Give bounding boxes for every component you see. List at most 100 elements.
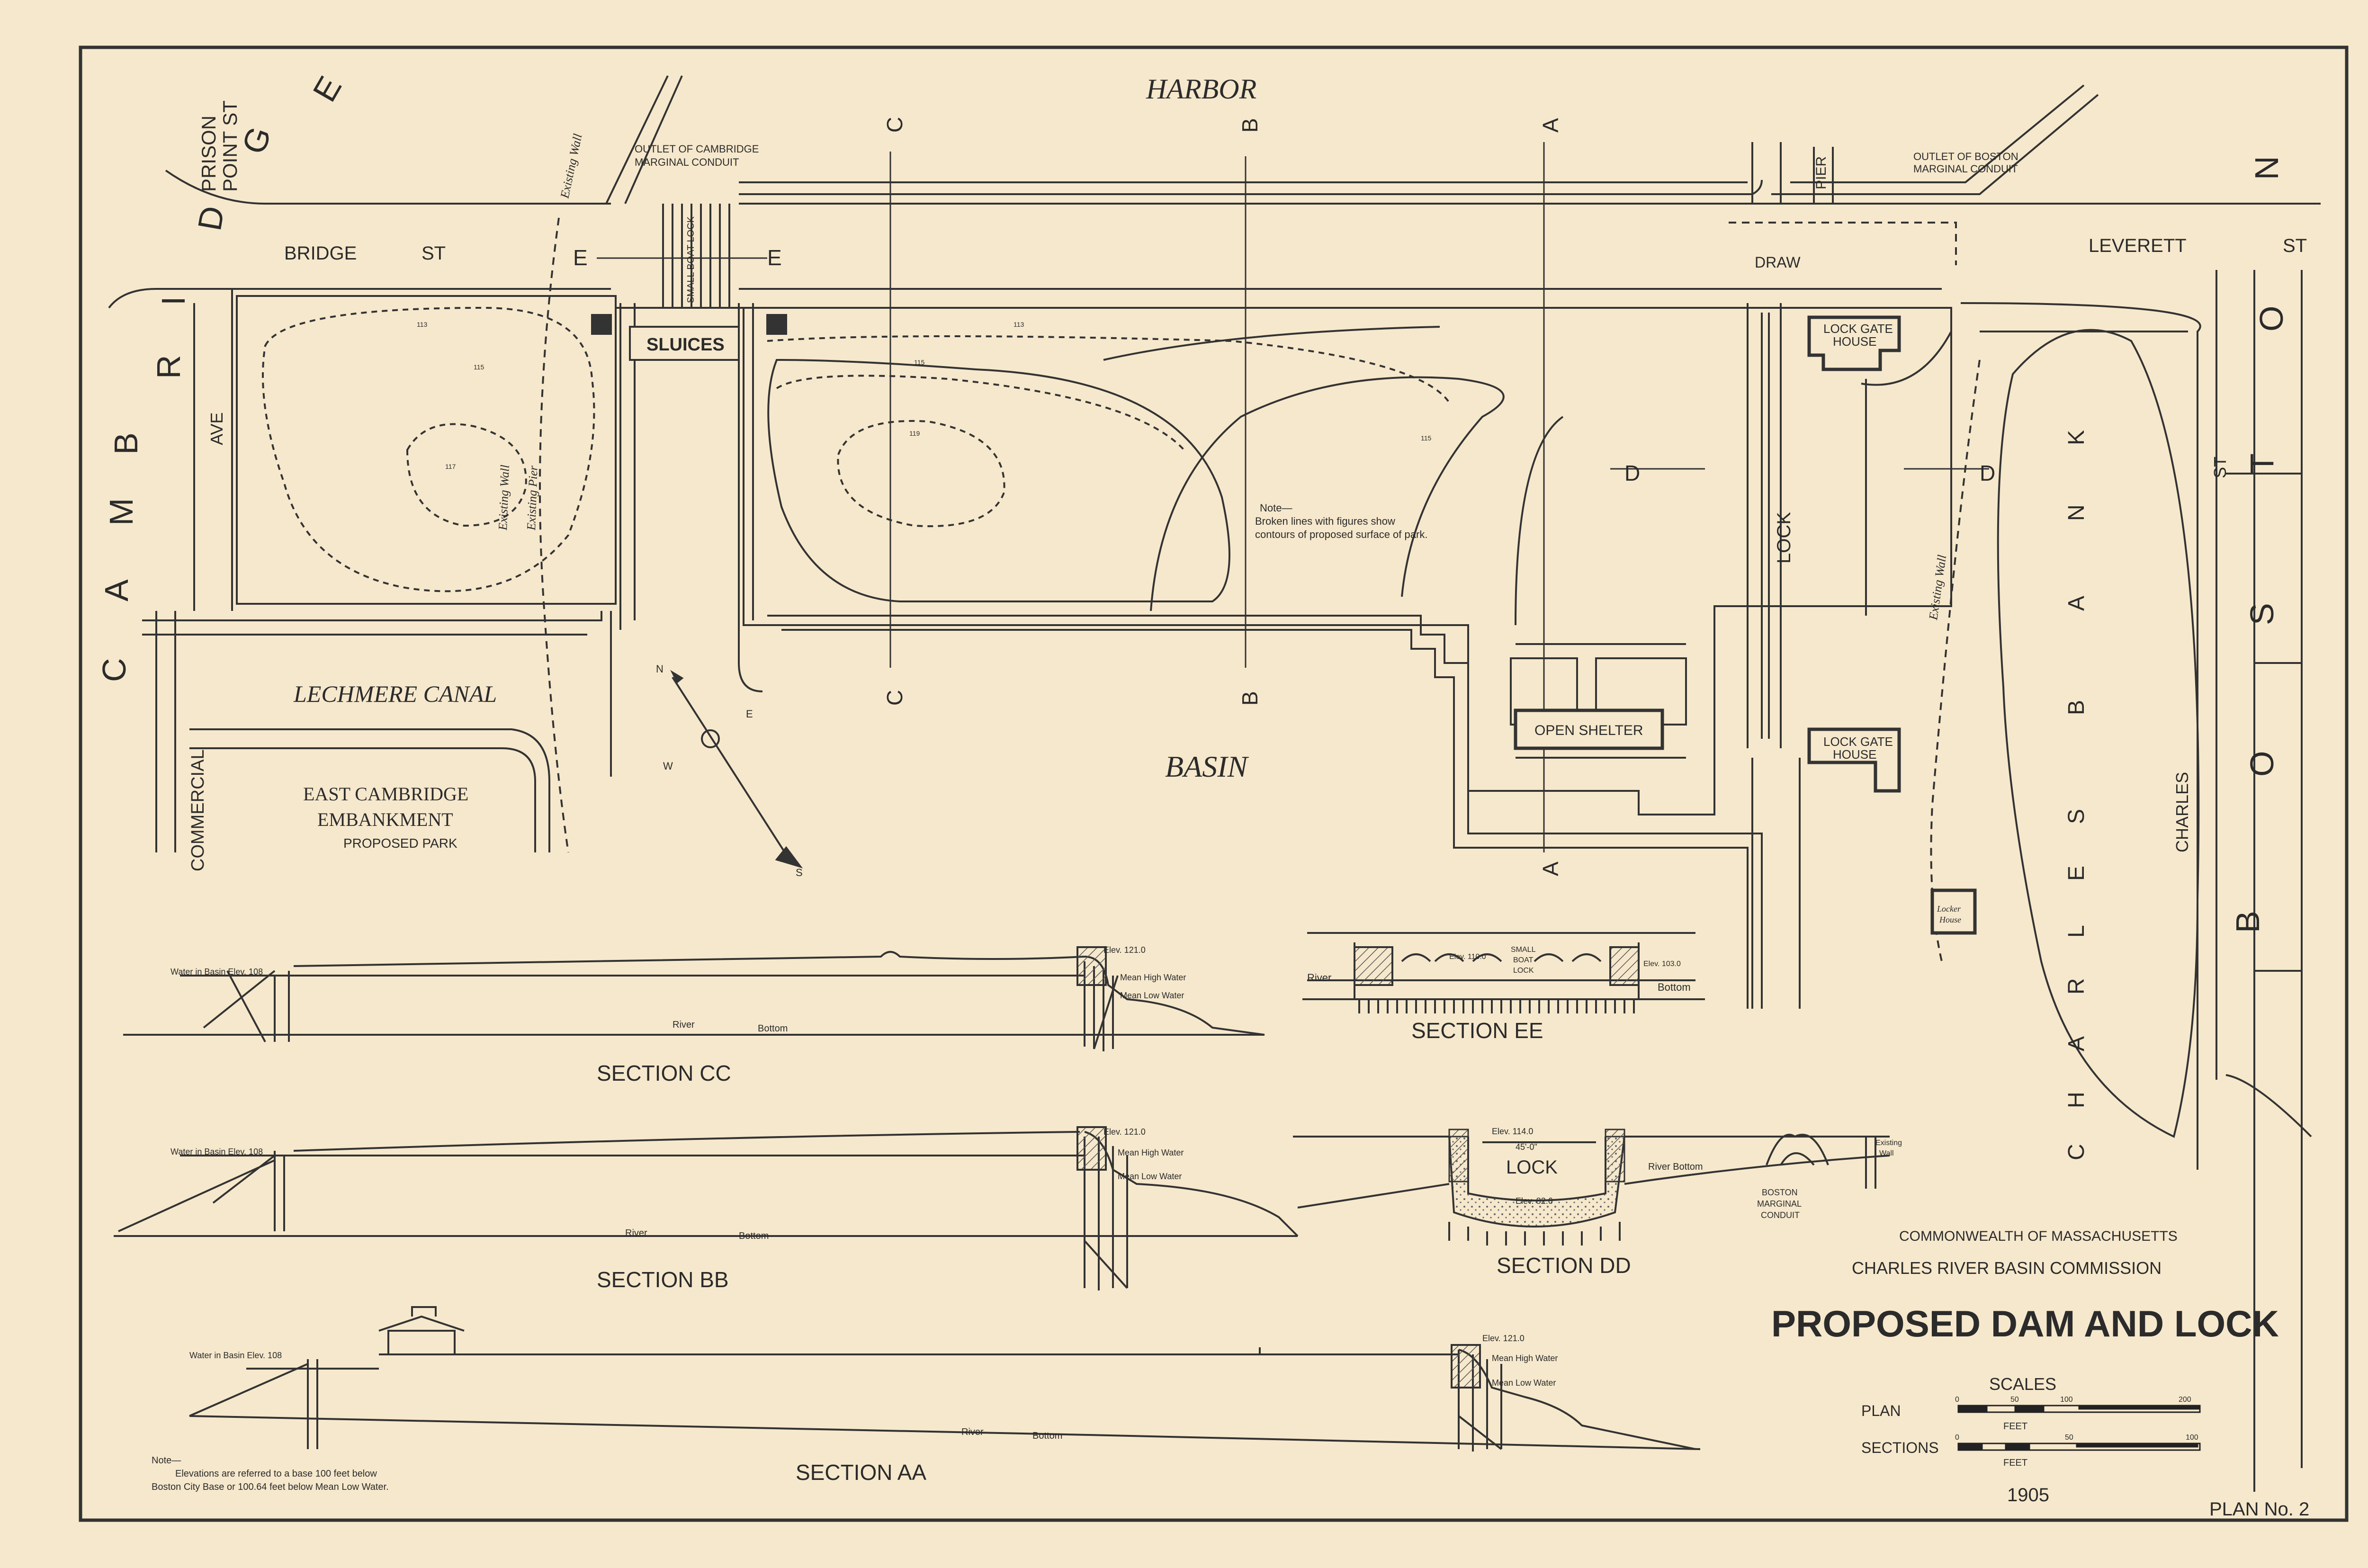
svg-text:119: 119 (909, 430, 920, 437)
elev-note-2: Elevations are referred to a base 100 fe… (175, 1469, 377, 1479)
svg-text:K: K (2064, 430, 2089, 445)
compass-rose-icon (670, 670, 803, 869)
contour-note-3: contours of proposed surface of park. (1255, 529, 1427, 540)
svg-text:L: L (2064, 925, 2089, 938)
section-bb-elev: Elev. 121.0 (1103, 1127, 1146, 1137)
locker-house-label-2: House (1939, 915, 1961, 924)
section-ee-lock: LOCK (1513, 967, 1534, 975)
svg-text:R: R (2064, 978, 2089, 995)
svg-text:115: 115 (474, 363, 484, 371)
outlet-boston-label: OUTLET OF BOSTON (1913, 151, 2018, 162)
outlet-cambridge-label-2: MARGINAL CONDUIT (635, 156, 739, 168)
pier-label: PIER (1813, 156, 1829, 189)
leverett-label: LEVERETT (2089, 235, 2187, 256)
section-aa-bottom: Bottom (1032, 1431, 1062, 1441)
scale-bars (1957, 1405, 2201, 1451)
section-bb-river: River (625, 1228, 647, 1238)
lock-gate-house-bottom: LOCK GATE (1823, 735, 1893, 749)
prison-label: PRISON (197, 116, 220, 192)
section-aa-mhw: Mean High Water (1492, 1353, 1558, 1363)
section-cc-water: Water in Basin Elev. 108 (170, 967, 263, 977)
main-title: PROPOSED DAM AND LOCK (1771, 1303, 2279, 1344)
year-label: 1905 (2007, 1485, 2049, 1505)
map-border (79, 45, 2349, 1522)
section-ee-elev1: Elev. 110.0 (1449, 953, 1486, 961)
svg-text:A: A (1538, 118, 1563, 133)
svg-text:B: B (1238, 691, 1262, 706)
svg-text:113: 113 (1014, 321, 1024, 328)
ave-label: AVE (207, 412, 226, 445)
section-cc-elev: Elev. 121.0 (1103, 945, 1146, 955)
svg-text:C: C (96, 658, 133, 682)
svg-text:117: 117 (445, 463, 456, 470)
contour-labels: 113 115 117 115 119 113 115 (417, 321, 1432, 470)
svg-text:100: 100 (2060, 1396, 2073, 1404)
svg-text:R: R (150, 355, 187, 379)
section-aa-mlw: Mean Low Water (1492, 1378, 1556, 1388)
svg-text:A: A (1538, 861, 1563, 876)
section-scale-ticks: 0 50 100 (1955, 1434, 2198, 1442)
existing-wall-label-2: Existing Wall (496, 465, 512, 531)
bridge-st-label: BRIDGE (284, 243, 357, 264)
elev-note-1: Note— (152, 1455, 181, 1466)
section-dd-existing: Existing (1875, 1139, 1902, 1147)
plan-feet-label: FEET (2003, 1421, 2027, 1432)
svg-text:A: A (98, 579, 135, 601)
svg-text:50: 50 (2065, 1434, 2073, 1442)
embankment-label: EMBANKMENT (317, 809, 453, 830)
lock-gate-house-top: LOCK GATE (1823, 322, 1893, 336)
svg-text:I: I (155, 296, 192, 305)
existing-pier-label: Existing Pier (524, 465, 540, 531)
svg-text:E: E (573, 245, 588, 270)
svg-text:C: C (2064, 1144, 2089, 1160)
section-cc-mlw: Mean Low Water (1120, 991, 1184, 1000)
svg-text:O: O (2243, 751, 2280, 777)
section-cc-mhw: Mean High Water (1120, 973, 1186, 982)
svg-text:115: 115 (914, 358, 925, 366)
svg-text:B: B (2229, 911, 2266, 933)
svg-text:B: B (1238, 118, 1262, 133)
svg-text:200: 200 (2179, 1396, 2191, 1404)
charles-label: CHARLES (2172, 772, 2192, 852)
svg-text:100: 100 (2186, 1434, 2198, 1442)
section-aa-river: River (961, 1427, 984, 1437)
lock-label: LOCK (1774, 512, 1794, 564)
svg-text:S: S (2243, 603, 2280, 625)
lechmere-canal-label: LECHMERE CANAL (293, 681, 497, 707)
svg-text:S: S (2064, 809, 2089, 824)
svg-text:0: 0 (1955, 1396, 1959, 1404)
svg-text:B: B (2064, 700, 2089, 715)
title-line2: CHARLES RIVER BASIN COMMISSION (1852, 1258, 2162, 1278)
basin-label: BASIN (1165, 750, 1249, 783)
svg-text:O: O (2253, 306, 2290, 332)
title-block: COMMONWEALTH OF MASSACHUSETTS CHARLES RI… (1771, 1228, 2309, 1520)
section-dd-elev2: Elev. 82.6 (1516, 1196, 1553, 1206)
title-line1: COMMONWEALTH OF MASSACHUSETTS (1899, 1228, 2178, 1244)
section-dd-conduit-1: BOSTON (1762, 1188, 1798, 1197)
plan-number: PLAN No. 2 (2209, 1499, 2309, 1520)
compass-n: N (656, 663, 664, 675)
section-dd-conduit-2: MARGINAL (1757, 1199, 1802, 1209)
svg-text:50: 50 (2010, 1396, 2019, 1404)
section-cc-bottom: Bottom (758, 1023, 788, 1034)
locker-house-label: Locker (1937, 904, 1961, 914)
section-dd-title: SECTION DD (1497, 1253, 1631, 1278)
section-dd-river-bottom: River Bottom (1648, 1162, 1703, 1172)
section-aa-water: Water in Basin Elev. 108 (189, 1351, 282, 1360)
section-ee-small: SMALL (1511, 946, 1536, 954)
small-boat-lock-label: SMALL BOAT LOCK (686, 216, 696, 303)
charles-st-label: ST (2210, 457, 2230, 478)
section-dd-dim: 45'-0" (1516, 1142, 1537, 1152)
section-dd-wall: Wall (1879, 1149, 1894, 1157)
sluices-label: SLUICES (646, 335, 725, 355)
svg-text:E: E (767, 245, 782, 270)
svg-text:H: H (2064, 1092, 2089, 1108)
svg-text:C: C (882, 117, 907, 133)
lock-gate-house-bottom-2: HOUSE (1833, 747, 1876, 762)
point-st-label: POINT ST (219, 100, 241, 192)
outlet-cambridge-label: OUTLET OF CAMBRIDGE (635, 143, 759, 155)
section-dd-conduit-3: CONDUIT (1761, 1210, 1800, 1220)
compass-s: S (796, 867, 803, 878)
